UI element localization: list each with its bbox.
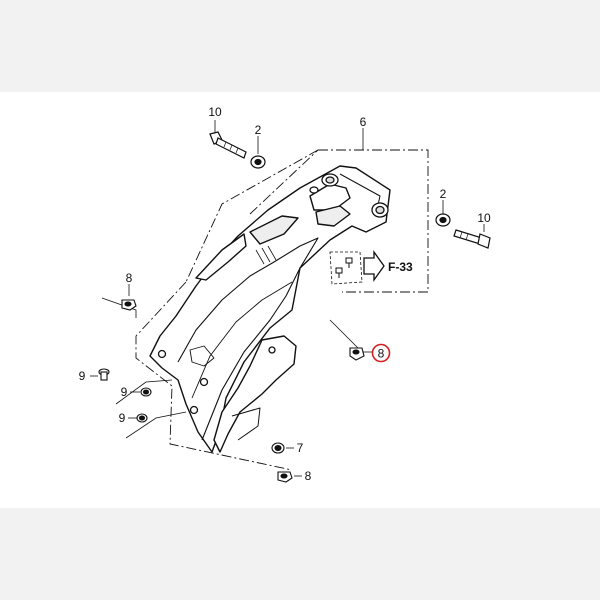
callout-8-bottom: 8 xyxy=(305,469,312,483)
screws-f33-icon xyxy=(335,257,353,278)
diagram-canvas xyxy=(0,92,600,508)
callout-6: 6 xyxy=(360,115,367,129)
washer-2-right-icon xyxy=(435,213,451,227)
screws-group-frame xyxy=(329,251,363,285)
callout-8-left: 8 xyxy=(126,271,133,285)
callout-9-b: 9 xyxy=(121,385,128,399)
top-margin-band xyxy=(0,0,600,92)
bolt-10-right-icon xyxy=(453,229,491,249)
leader-lines xyxy=(90,120,485,477)
callout-10-right: 10 xyxy=(477,211,491,225)
callout-2-top: 2 xyxy=(255,123,262,137)
screw-9-a-icon xyxy=(98,368,110,381)
grommet-7-icon xyxy=(271,442,285,454)
clip-9-b-icon xyxy=(140,387,152,397)
callout-9-a: 9 xyxy=(79,369,86,383)
callout-10-top: 10 xyxy=(208,105,222,119)
callout-7: 7 xyxy=(297,441,304,455)
washer-2-top-icon xyxy=(250,155,266,169)
rear-fender-body xyxy=(149,165,391,453)
callout-2-right: 2 xyxy=(440,187,447,201)
highlight-ring xyxy=(371,343,391,363)
assembly-frame xyxy=(135,149,429,471)
mounting-holes xyxy=(157,173,389,415)
nut-8-bottom-icon xyxy=(277,471,293,483)
callout-8-highlight: 8 xyxy=(378,347,385,361)
bolt-10-top-icon xyxy=(209,131,247,159)
f33-arrow-icon xyxy=(363,249,385,283)
clip-9-c-icon xyxy=(136,413,148,423)
nut-8-highlight-icon xyxy=(349,347,365,361)
reference-label-f33: F-33 xyxy=(388,260,413,274)
bottom-margin-band xyxy=(0,508,600,600)
nut-8-left-icon xyxy=(121,299,137,311)
callout-9-c: 9 xyxy=(119,411,126,425)
fender-ribs xyxy=(255,245,277,265)
